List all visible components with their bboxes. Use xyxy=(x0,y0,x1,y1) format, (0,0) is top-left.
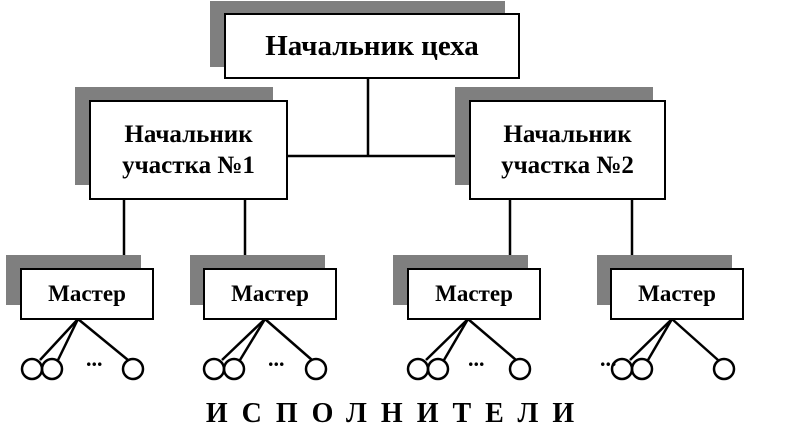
worker-circle xyxy=(121,357,145,381)
section-1-box: Начальник участка №1 xyxy=(89,100,288,200)
ellipsis-4: ... xyxy=(600,346,617,371)
master-3-box: Мастер xyxy=(407,268,541,320)
master-2-label: Мастер xyxy=(231,281,309,306)
worker-circle xyxy=(630,357,654,381)
workers-group-4 xyxy=(610,318,736,381)
worker-circle xyxy=(426,357,450,381)
master-1-label: Мастер xyxy=(48,281,126,306)
top-box-label: Начальник цеха xyxy=(265,29,479,62)
footer-label: ИСПОЛНИТЕЛИ xyxy=(205,398,589,429)
workers-group-3 xyxy=(406,318,532,381)
section-2-line2: участка №2 xyxy=(501,152,634,179)
section-1-line2: участка №1 xyxy=(122,152,255,179)
worker-circle xyxy=(202,357,226,381)
worker-circle xyxy=(304,357,328,381)
worker-circle xyxy=(508,357,532,381)
master-4-label: Мастер xyxy=(638,281,716,306)
workers-group-1 xyxy=(20,318,145,381)
top-box: Начальник цеха xyxy=(224,13,520,79)
worker-circle xyxy=(712,357,736,381)
master-3-label: Мастер xyxy=(435,281,513,306)
master-2-box: Мастер xyxy=(203,268,337,320)
worker-circle xyxy=(406,357,430,381)
section-2-line1: Начальник xyxy=(503,121,632,148)
master-4-box: Мастер xyxy=(610,268,744,320)
worker-circle xyxy=(40,357,64,381)
worker-circle xyxy=(222,357,246,381)
section-1-line1: Начальник xyxy=(124,121,253,148)
workers-group-2 xyxy=(202,318,328,381)
ellipsis-2: ... xyxy=(268,346,285,371)
ellipsis-1: ... xyxy=(86,346,103,371)
ellipsis-3: ... xyxy=(468,346,485,371)
section-2-box: Начальник участка №2 xyxy=(469,100,666,200)
worker-circle xyxy=(20,357,44,381)
master-1-box: Мастер xyxy=(20,268,154,320)
